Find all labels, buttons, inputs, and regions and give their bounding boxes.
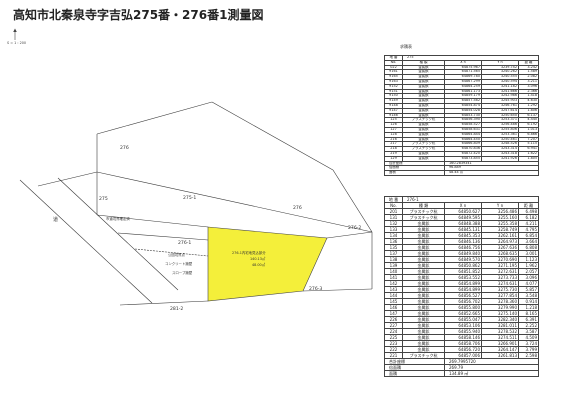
summary-value: 48.44 ㎡	[443, 170, 540, 176]
parcel-label-276-3: 276-3	[309, 286, 322, 292]
boundary-276-2-west	[326, 231, 373, 239]
document-title: 高知市北秦泉寺字吉弘275番・276番1測量図	[13, 8, 264, 22]
cadastral-boundary-point-note: 公図境界点	[168, 252, 186, 257]
summary-label: 面積	[384, 370, 445, 377]
road-label: 道	[53, 216, 58, 223]
scale-indicator: S = 1 : 200	[7, 28, 31, 45]
residential-area-value-1: 140.13㎡	[250, 256, 266, 261]
scale-text: S = 1 : 200	[7, 41, 27, 45]
parcel-label-276-1: 276-1	[178, 240, 191, 246]
parcel-label-275-1: 275-1	[183, 195, 196, 201]
boundary-276-3-north	[302, 288, 373, 292]
boundary-276-north-west	[96, 101, 213, 135]
north-arrow-icon	[13, 28, 17, 40]
boundary-276-east	[332, 169, 373, 233]
road-edge-east	[57, 177, 179, 291]
parcel-label-276-north: 276	[120, 145, 129, 151]
survey-map: 276 275 275-1 276 276-2 276-1 276-3 281-…	[19, 101, 373, 312]
boundary-275-276	[96, 171, 373, 233]
cadastral-boundary-dashed	[134, 248, 209, 257]
slope-retaining-wall-note: スロープ擁壁	[172, 270, 193, 275]
residential-area-value-2: 48.00㎡	[252, 262, 266, 267]
summary-label: 面積	[384, 170, 445, 176]
boundary-276-north-east	[211, 101, 334, 171]
residential-area-title: 276-1内宅地見込部分	[232, 250, 266, 255]
area-table-caption: 求積表	[400, 44, 412, 49]
road-edge-west	[19, 179, 153, 304]
boundary-275-south	[96, 214, 209, 228]
parcel-label-276-east: 276	[293, 205, 302, 211]
parcel-label-281-2: 281-2	[170, 306, 183, 312]
summary-value: 134.89 ㎡	[444, 370, 539, 377]
boundary-281-2-north	[119, 300, 209, 306]
concrete-retaining-wall-note: コンクリート擁壁	[165, 261, 193, 266]
boundary-276-1-inner	[117, 232, 209, 241]
parcel-label-275: 275	[99, 196, 108, 202]
road-edge-north	[37, 171, 98, 187]
parcel-label-276-2: 276-2	[348, 225, 361, 231]
city-road-boundary-note: 市道境界確定済	[106, 216, 130, 221]
